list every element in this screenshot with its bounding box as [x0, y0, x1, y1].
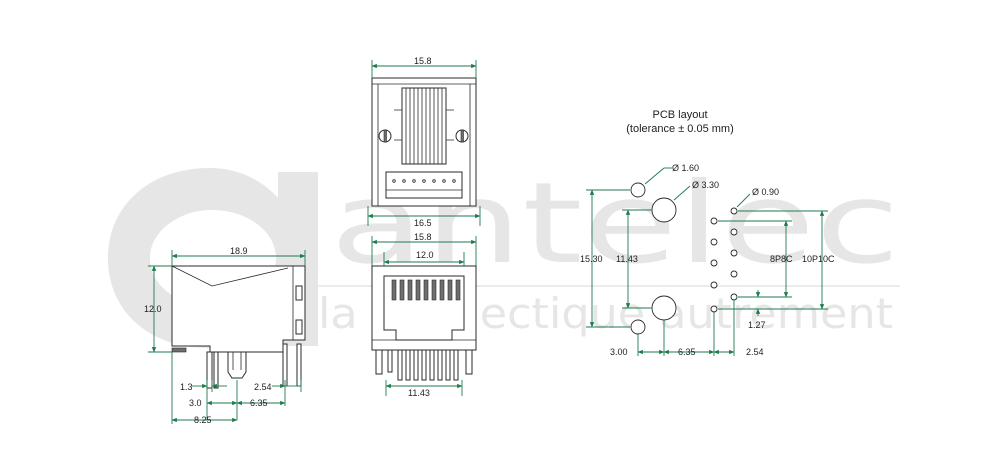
side-pin-b-label: 3.0 — [189, 398, 202, 408]
side-view-pin — [213, 351, 219, 389]
side-length-label: 18.9 — [230, 246, 248, 256]
side-view-led-top — [295, 285, 303, 301]
pcb-title: PCB layout — [652, 109, 707, 121]
pcb-offset-b-label: 6.35 — [678, 347, 696, 357]
pcb-hole-pin-label: Ø 0.90 — [752, 187, 779, 197]
pcb-hole-large-label: Ø 3.30 — [692, 180, 719, 190]
front-view-pins — [375, 349, 473, 381]
side-view: 18.9 12.0 1.3 3.0 6.35 2.54 8.25 — [144, 246, 306, 425]
top-view-contact-dots — [392, 179, 456, 183]
side-view-pin — [282, 343, 288, 387]
pcb-pitch-label: 1.27 — [748, 320, 766, 330]
top-view: 15.8 — [371, 56, 477, 207]
side-view-pin — [296, 343, 302, 387]
pcb-subtitle: (tolerance ± 0.05 mm) — [626, 123, 734, 135]
leader-line — [644, 167, 665, 185]
pcb-hole-large-top — [651, 197, 677, 223]
pcb-hole-small-bottom — [630, 319, 646, 335]
side-height-label: 12.0 — [144, 304, 162, 314]
front-view: 16.5 15.8 12.0 — [367, 206, 481, 398]
side-view-housing — [171, 265, 306, 353]
top-width-label: 15.8 — [414, 56, 432, 66]
side-view-pin — [206, 351, 213, 389]
side-view-latch — [171, 265, 289, 287]
pcb-pin-holes — [710, 207, 738, 313]
side-view-post — [227, 351, 247, 379]
side-pin-c-label: 6.35 — [250, 398, 268, 408]
pcb-hole-small-top — [630, 182, 646, 198]
side-pin-a-label: 1.3 — [180, 382, 193, 392]
side-view-led-bottom — [295, 319, 303, 335]
pcb-hole-large-bottom — [651, 295, 677, 321]
pcb-offset-c-label: 2.54 — [746, 347, 764, 357]
side-pin-d-label: 2.54 — [254, 382, 272, 392]
pcb-config-8p8c-label: 8P8C — [770, 254, 793, 264]
leader-line — [673, 185, 691, 201]
pcb-height-outer-label: 15.30 — [580, 254, 603, 264]
top-view-clip-ribs — [405, 88, 443, 164]
pcb-config-10p10c-label: 10P10C — [802, 254, 835, 264]
pcb-layout: PCB layout (tolerance ± 0.05 mm) Ø 1.60 … — [580, 109, 835, 357]
front-view-contacts — [391, 279, 461, 301]
top-view-clip — [401, 87, 447, 165]
pcb-hole-small-label: Ø 1.60 — [672, 163, 699, 173]
front-opening-label: 12.0 — [416, 250, 434, 260]
top-view-contact-row — [385, 171, 463, 199]
front-pins-label: 11.43 — [408, 388, 430, 398]
side-pin-e-label: 8.25 — [194, 415, 212, 425]
side-view-base-tab — [171, 347, 187, 353]
front-width-label: 15.8 — [414, 232, 432, 242]
front-flange-label: 16.5 — [414, 218, 432, 228]
pcb-offset-a-label: 3.00 — [610, 347, 628, 357]
pcb-height-inner-label: 11.43 — [616, 254, 638, 264]
leader-line — [736, 193, 751, 208]
